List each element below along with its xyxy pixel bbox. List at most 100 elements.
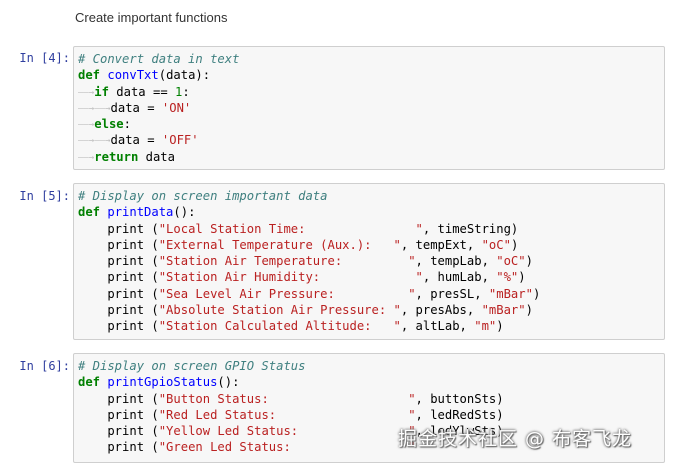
code-text: , humLab, xyxy=(422,270,497,285)
code-keyword: if xyxy=(94,84,109,99)
code-string: "mBar" xyxy=(481,303,526,318)
cell-prompt: In [4]: xyxy=(19,51,70,65)
code-text: ) xyxy=(518,270,526,285)
tab-indent-marker: ——→ xyxy=(78,120,95,131)
code-text: , buttonSts) xyxy=(415,391,504,406)
code-string: "External Temperature (Aux.): " xyxy=(158,237,401,252)
code-line: print ("Absolute Station Air Pressure: "… xyxy=(78,302,540,318)
code-function-name: printGpioStatus xyxy=(107,375,218,390)
code-text: print ( xyxy=(78,407,159,422)
code-text: print ( xyxy=(78,221,159,236)
code-text xyxy=(168,85,175,99)
code-function-name: printData xyxy=(107,205,174,220)
code-function-name: convTxt xyxy=(107,68,159,83)
code-text: , ledYlwSts) xyxy=(415,424,504,439)
code-text: print ( xyxy=(78,237,159,252)
code-text: data = xyxy=(110,133,162,148)
code-line: print ("Sea Level Air Pressure: ", presS… xyxy=(78,286,540,302)
tab-indent-marker: ——→——→ xyxy=(78,103,111,114)
code-text: , presAbs, xyxy=(400,303,482,318)
code-string: "Green Led Status: " xyxy=(158,440,416,455)
code-string: "mBar" xyxy=(488,286,533,301)
code-string: "Station Calculated Altitude: " xyxy=(158,319,401,334)
code-string: "Sea Level Air Pressure: " xyxy=(158,286,416,301)
code-line: print ("Red Led Status: ", ledRedSts) xyxy=(78,407,504,423)
code-line: # Convert data in text xyxy=(78,51,239,67)
code-text: , presSL, xyxy=(415,286,489,301)
code-text: ) xyxy=(525,303,533,318)
code-line: def printGpioStatus(): xyxy=(78,374,504,390)
code-line: print ("Station Calculated Altitude: ", … xyxy=(78,318,540,334)
code-line: print ("Local Station Time: ", timeStrin… xyxy=(78,221,540,237)
cell-prompt: In [6]: xyxy=(19,359,70,373)
code-keyword: def xyxy=(78,68,108,83)
code-text: , ledRedSts) xyxy=(415,407,504,422)
code-text: print ( xyxy=(78,319,159,334)
code-text: (): xyxy=(173,205,196,220)
code-text: print ( xyxy=(78,270,159,285)
code-text: print ( xyxy=(78,303,159,318)
tab-indent-marker: ——→ xyxy=(78,152,95,163)
code-line: print ("External Temperature (Aux.): ", … xyxy=(78,237,540,253)
code-line: # Display on screen important data xyxy=(78,188,540,204)
code-text: print ( xyxy=(78,440,159,455)
code-line: def convTxt(data): xyxy=(78,67,239,83)
code-text: ) xyxy=(496,319,504,334)
code-text: (data): xyxy=(158,68,211,83)
code-string: "Station Air Humidity: " xyxy=(158,270,423,285)
code-comment: # Convert data in text xyxy=(78,52,240,66)
code-text: == xyxy=(152,84,168,99)
code-text: : xyxy=(182,84,190,99)
code-comment: # Display on screen GPIO Status xyxy=(78,359,306,373)
code-keyword: def xyxy=(78,375,108,390)
code-string: 'ON' xyxy=(161,100,192,115)
code-line: ——→if data == 1: xyxy=(78,84,239,100)
code-line: print ("Green Led Status: " xyxy=(78,439,504,455)
code-comment: # Display on screen important data xyxy=(78,189,328,203)
code-keyword: return xyxy=(94,149,139,164)
code-string: "Yellow Led Status: " xyxy=(158,424,416,439)
code-text: , tempExt, xyxy=(400,237,482,252)
code-line: def printData(): xyxy=(78,204,540,220)
code-line: ——→else: xyxy=(78,116,239,132)
code-line: print ("Button Status: ", buttonSts) xyxy=(78,391,504,407)
code-string: "oC" xyxy=(496,254,526,269)
code-text: ) xyxy=(510,237,519,252)
markdown-cell-text: Create important functions xyxy=(75,10,228,25)
code-line: # Display on screen GPIO Status xyxy=(78,358,504,374)
tab-indent-marker: ——→——→ xyxy=(78,136,111,147)
code-line: print ("Station Air Temperature: ", temp… xyxy=(78,253,540,269)
code-string: "oC" xyxy=(481,237,511,252)
code-line: print ("Yellow Led Status: ", ledYlwSts) xyxy=(78,423,504,439)
code-string: "Station Air Temperature: " xyxy=(158,254,416,269)
cell-prompt: In [5]: xyxy=(19,189,70,203)
code-text: data xyxy=(108,84,153,99)
watermark-text: 掘金技术社区 @ 布客飞龙 xyxy=(398,428,633,450)
code-string: "Button Status: " xyxy=(158,391,416,406)
code-string: "Absolute Station Air Pressure: " xyxy=(158,303,401,318)
code-number: 1 xyxy=(175,84,183,99)
code-line: ——→——→data = 'OFF' xyxy=(78,132,239,148)
code-line: print ("Station Air Humidity: ", humLab,… xyxy=(78,269,540,285)
code-keyword: else xyxy=(94,117,124,132)
code-text: print ( xyxy=(78,424,159,439)
code-text: ) xyxy=(525,254,533,269)
code-text: data = xyxy=(110,100,162,115)
code-string: "m" xyxy=(474,319,497,334)
code-string: "Local Station Time: " xyxy=(158,221,423,236)
code-line: ——→return data xyxy=(78,149,239,165)
code-text: print ( xyxy=(78,254,159,269)
code-text: data xyxy=(138,149,175,164)
code-text: : xyxy=(123,117,131,132)
code-text: (): xyxy=(217,375,240,390)
code-string: 'OFF' xyxy=(161,133,199,148)
code-text: , tempLab, xyxy=(415,254,497,269)
code-line: ——→——→data = 'ON' xyxy=(78,100,239,116)
code-text: , timeString) xyxy=(422,221,519,236)
